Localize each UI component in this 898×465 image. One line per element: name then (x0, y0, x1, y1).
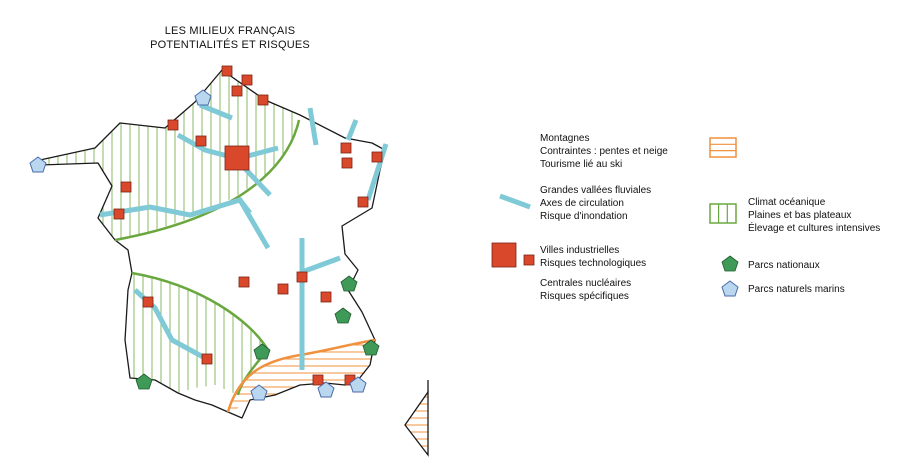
industrial-city-square (224, 145, 250, 171)
legend-national-parks-text: Parcs nationaux (748, 260, 820, 271)
legend-valleys-line-3: Risque d'inondation (540, 211, 628, 222)
legend-nuclear-line-2: Risques spécifiques (540, 291, 629, 302)
national-park-pentagon (253, 343, 271, 360)
industrial-city-square (238, 276, 250, 288)
legend-mountain-symbol (709, 137, 737, 158)
industrial-city-square (341, 157, 353, 169)
industrial-city-square (142, 296, 154, 308)
mountain-zone-corsica (405, 396, 428, 454)
legend-nuclear-line-1: Centrales nucléaires (540, 278, 632, 289)
industrial-city-square (195, 135, 207, 147)
marine-park-pentagon (194, 89, 212, 106)
legend-valley-symbol (499, 193, 531, 210)
legend-industrial-line-1: Villes industrielles (540, 245, 620, 256)
map-title-line-2: POTENTIALITÉS ET RISQUES (150, 39, 310, 51)
industrial-city-square (221, 65, 233, 77)
industrial-city-square (257, 94, 269, 106)
legend-valleys-line-1: Grandes vallées fluviales (540, 185, 652, 196)
marine-park-pentagon (349, 376, 367, 393)
industrial-city-square (312, 374, 324, 386)
legend-valleys-line-2: Axes de circulation (540, 198, 624, 209)
legend-oceanic-line-2: Plaines et bas plateaux (748, 210, 852, 221)
legend-nuclear-text: Centrales nucléaires Risques spécifiques (540, 277, 631, 303)
map-title-line-1: LES MILIEUX FRANÇAIS (164, 25, 296, 37)
legend-marine-park-icon (721, 280, 739, 297)
legend-valleys-text: Grandes vallées fluviales Axes de circul… (540, 184, 651, 223)
valley-loire (99, 197, 271, 250)
industrial-city-square (296, 271, 308, 283)
legend-mountains-line-3: Tourisme lié au ski (540, 159, 623, 170)
industrial-city-square (371, 151, 383, 163)
national-park-pentagon (362, 339, 380, 356)
industrial-city-square (167, 119, 179, 131)
industrial-city-square (241, 74, 253, 86)
valley-rhine (365, 143, 389, 201)
oceanic-boundary-north (114, 119, 301, 242)
legend-industrial-line-2: Risques technologiques (540, 258, 647, 269)
legend-mountains-text: Montagnes Contraintes : pentes et neige … (540, 132, 668, 171)
national-parks (135, 275, 380, 390)
valley-saone (301, 255, 341, 275)
industrial-city-square (201, 353, 213, 365)
legend-oceanic-symbol (709, 203, 737, 224)
marine-park-pentagon (250, 384, 268, 401)
marine-park-pentagon (29, 156, 47, 173)
national-park-pentagon (334, 307, 352, 324)
industrial-city-square (231, 85, 243, 97)
legend-mountains-line-2: Contraintes : pentes et neige (540, 146, 668, 157)
industrial-city-square (120, 181, 132, 193)
industrial-city-square (357, 196, 369, 208)
map-title: LES MILIEUX FRANÇAIS POTENTIALITÉS ET RI… (130, 24, 330, 52)
industrial-city-square (340, 142, 352, 154)
valley-moselle (345, 119, 359, 141)
legend-mountains-line-1: Montagnes (540, 133, 590, 144)
legend-oceanic-line-1: Climat océanique (748, 197, 826, 208)
marine-parks (29, 89, 367, 401)
valley-seine (176, 132, 272, 197)
legend-oceanic-line-3: Élevage et cultures intensives (748, 223, 881, 234)
marine-park-pentagon (317, 381, 335, 398)
legend-industrial-text: Villes industrielles Risques technologiq… (540, 244, 646, 270)
oceanic-zone-southwest (125, 273, 261, 395)
legend-marine-parks-text: Parcs naturels marins (748, 284, 845, 295)
corsica-outline (404, 389, 429, 457)
legend-industrial-large-square (491, 242, 517, 268)
valley-loire-branch (238, 198, 252, 215)
legend-industrial-small-square (523, 254, 535, 266)
national-park-pentagon (135, 373, 153, 390)
legend-national-park-icon (721, 255, 739, 272)
valley-rhine-north (307, 107, 319, 146)
oceanic-zone-north (40, 70, 293, 240)
valleys (99, 102, 389, 370)
industrial-city-square (113, 208, 125, 220)
france-outline (39, 69, 386, 419)
valley-seine-west (199, 102, 233, 121)
legend-oceanic-text: Climat océanique Plaines et bas plateaux… (748, 196, 880, 235)
industrial-city-square (320, 291, 332, 303)
industrial-city-square (277, 283, 289, 295)
national-park-pentagon (340, 275, 358, 292)
